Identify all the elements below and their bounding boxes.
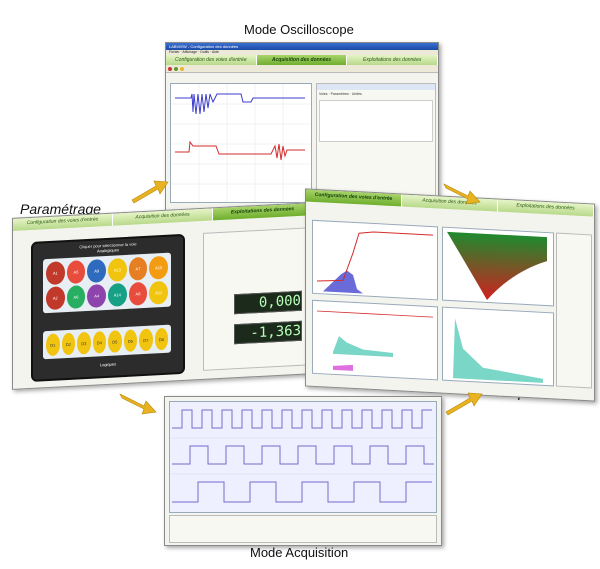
square-wave-1 [172, 409, 432, 429]
hardware-panel: Cliquer pour sélectionner la voie Analog… [31, 233, 185, 382]
acquisition-window [164, 396, 442, 546]
plot-bottom-right [442, 306, 554, 387]
parametrage-window: Configuration des voies d'entrée Acquisi… [12, 202, 314, 390]
channel-a14[interactable]: A14 [107, 282, 127, 307]
arrow-param-to-osc [131, 180, 169, 204]
arrow-acq-to-exploit [445, 392, 483, 416]
channel-a4[interactable]: A4 [87, 283, 106, 308]
channel-a6[interactable]: A6 [66, 285, 86, 310]
lcd-display-1: 0,000 [234, 290, 302, 315]
tab-exploit-r[interactable]: Exploitations des données [498, 199, 594, 217]
plot-top-left [312, 219, 438, 301]
channel-a5[interactable]: A5 [66, 260, 86, 285]
arrow-param-to-acq [119, 393, 157, 415]
tab-config-r[interactable]: Configuration des voies d'entrée [306, 189, 402, 207]
tab-exploitations[interactable]: Exploitations des données [347, 55, 438, 65]
trace-blue [175, 93, 305, 115]
channel-d4[interactable]: D4 [92, 330, 106, 354]
tab-config[interactable]: Configuration des voies d'entrée [13, 213, 113, 231]
plot-top-right [442, 226, 554, 307]
menu-bar: Fichier · Affichage · Outils · Aide [166, 50, 438, 55]
channel-a7[interactable]: A7 [128, 256, 148, 281]
caption-oscilloscope: Mode Oscilloscope [244, 22, 354, 37]
oscilloscope-plot [170, 83, 312, 203]
tree-panel [556, 232, 592, 389]
acquisition-settings [169, 515, 437, 543]
channel-d2[interactable]: D2 [61, 332, 75, 356]
channel-a1[interactable]: A1 [46, 261, 65, 286]
channel-a9[interactable]: A9 [87, 258, 106, 283]
channel-d8[interactable]: D8 [154, 327, 168, 351]
settings-panel: 0,000 -1,363 [203, 227, 309, 371]
channel-d1[interactable]: D1 [46, 333, 60, 357]
acquisition-plot [169, 401, 437, 513]
plot-bottom-left [312, 299, 438, 381]
caption-parametrage: Paramétrage [20, 201, 101, 217]
logic-label: Logiques [99, 361, 117, 368]
arrow-osc-to-exploit [443, 183, 481, 205]
play-icon[interactable] [174, 66, 178, 71]
properties-panel: Voies · Paramètres · Unités [316, 83, 436, 203]
channel-d6[interactable]: D6 [123, 329, 137, 353]
channel-d7[interactable]: D7 [139, 328, 153, 352]
tab-acquisition[interactable]: Acquisition des données [256, 55, 348, 65]
channel-a13[interactable]: A13 [107, 257, 127, 282]
tab-configuration[interactable]: Configuration des voies d'entrée [166, 55, 257, 65]
folder-icon[interactable] [180, 66, 184, 71]
oscilloscope-window: LABVIEW - Configuration des données Fich… [165, 42, 439, 212]
caption-acquisition: Mode Acquisition [250, 545, 349, 560]
tab-exploit[interactable]: Exploitations des données [213, 203, 313, 221]
window-titlebar: LABVIEW - Configuration des données [166, 43, 438, 50]
exploitations-window: Configuration des voies d'entrée Acquisi… [305, 188, 595, 402]
channel-a8[interactable]: A8 [128, 281, 148, 306]
lcd-display-2: -1,363 [234, 320, 302, 345]
channel-a11[interactable]: A11 [149, 280, 168, 305]
main-tabs: Configuration des voies d'entrée Acquisi… [166, 55, 438, 65]
channel-d5[interactable]: D5 [108, 330, 122, 353]
square-wave-2 [172, 445, 434, 465]
channel-d3[interactable]: D3 [77, 331, 91, 355]
channel-a10[interactable]: A10 [149, 255, 168, 280]
logic-strip: D1 D2 D3 D4 D5 D6 D7 D8 [43, 324, 171, 360]
stop-icon[interactable] [168, 66, 172, 71]
analog-grid: A1 A5 A9 A13 A7 A10 A2 A6 A4 A14 A8 A11 [43, 252, 171, 314]
trace-red [175, 140, 305, 161]
toolbar [166, 65, 438, 73]
tab-acq[interactable]: Acquisition des données [113, 208, 213, 226]
square-wave-3 [172, 481, 432, 503]
channel-a2[interactable]: A2 [46, 286, 65, 311]
